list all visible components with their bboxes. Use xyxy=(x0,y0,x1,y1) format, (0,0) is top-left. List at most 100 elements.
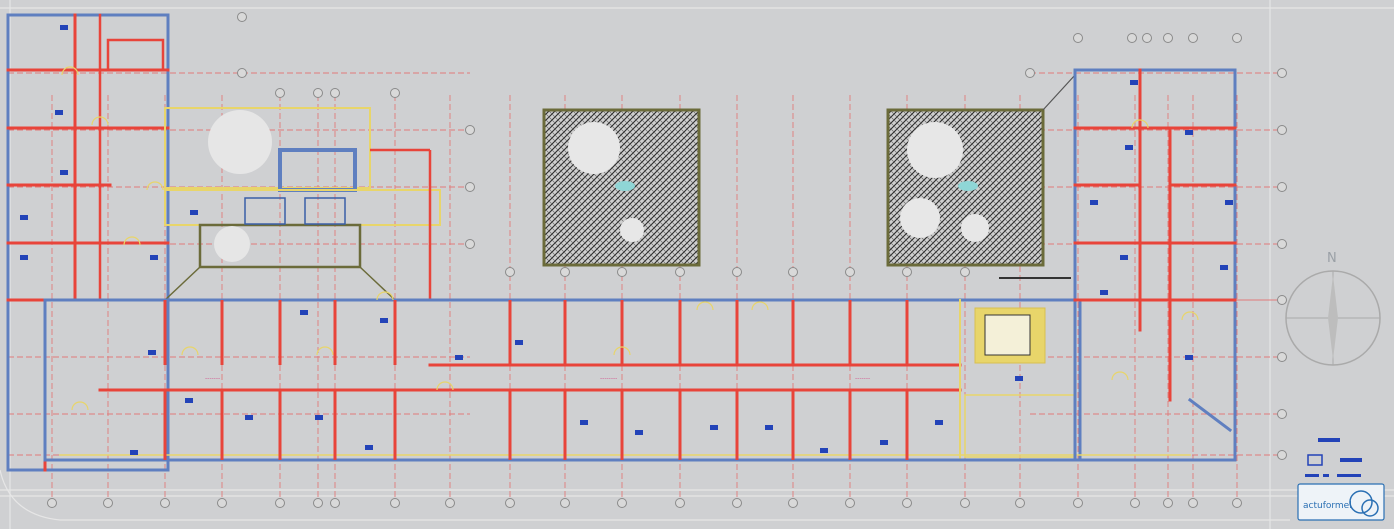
grid-bubble-icon xyxy=(217,498,227,508)
furniture-mark xyxy=(365,445,373,450)
grid-bubble-icon xyxy=(103,498,113,508)
tree-icon xyxy=(568,122,620,174)
grid-bubbles xyxy=(47,12,1287,508)
east-wing xyxy=(999,68,1237,462)
furniture-mark xyxy=(580,420,588,425)
grid-bubble-icon xyxy=(1277,125,1287,135)
grid-bubble-icon xyxy=(617,267,627,277)
grid-bubble-icon xyxy=(237,68,247,78)
grid-bubble-icon xyxy=(560,267,570,277)
room-label: ------- xyxy=(205,375,220,382)
furniture-mark xyxy=(190,210,198,215)
grid-bubble-icon xyxy=(1188,498,1198,508)
furniture-mark xyxy=(148,350,156,355)
grid-bubble-icon xyxy=(465,239,475,249)
grid-bubble-icon xyxy=(330,498,340,508)
door-swing xyxy=(146,181,164,191)
furniture-mark xyxy=(1185,355,1193,360)
legend xyxy=(1305,438,1362,477)
grid-bubble-icon xyxy=(505,267,515,277)
grid-bubble-icon xyxy=(1163,498,1173,508)
grid-bubble-icon xyxy=(1130,498,1140,508)
room-label: -------- xyxy=(600,375,617,382)
grid-bubble-icon xyxy=(675,498,685,508)
door-swing xyxy=(181,346,199,356)
door-swings xyxy=(61,66,1199,411)
furniture-mark xyxy=(300,310,308,315)
grid-bubble-icon xyxy=(445,498,455,508)
grid-bubble-icon xyxy=(1142,33,1152,43)
tree-icon xyxy=(961,214,989,242)
furniture-mark xyxy=(60,170,68,175)
door-swing xyxy=(751,301,769,311)
furniture-mark xyxy=(60,25,68,30)
grid-bubble-icon xyxy=(275,88,285,98)
grid-bubble-icon xyxy=(1232,498,1242,508)
tree-icon xyxy=(907,122,963,178)
furniture-mark xyxy=(1125,145,1133,150)
grid-bubble-icon xyxy=(845,498,855,508)
door-swing xyxy=(436,381,454,391)
grid-bubble-icon xyxy=(788,267,798,277)
grid-bubble-icon xyxy=(675,267,685,277)
central-core xyxy=(164,107,441,301)
furniture-mark xyxy=(1185,130,1193,135)
grid-bubble-icon xyxy=(1015,498,1025,508)
furniture-mark xyxy=(1220,265,1228,270)
grid-bubble-icon xyxy=(390,88,400,98)
grid-bubble-icon xyxy=(1073,33,1083,43)
grid-bubble-icon xyxy=(1277,295,1287,305)
grid-bubble-icon xyxy=(1277,182,1287,192)
tree-icon xyxy=(214,226,250,262)
grid-bubble-icon xyxy=(505,498,515,508)
logo-icon: actuformel xyxy=(1297,483,1385,521)
grid-bubble-icon xyxy=(47,498,57,508)
grid-bubble-icon xyxy=(732,498,742,508)
door-swing xyxy=(613,346,631,356)
grid-bubble-icon xyxy=(1277,239,1287,249)
furniture-mark xyxy=(455,355,463,360)
grid-bubble-icon xyxy=(1277,409,1287,419)
grid-bubble-icon xyxy=(1188,33,1198,43)
grid-bubble-icon xyxy=(960,267,970,277)
grid-bubble-icon xyxy=(465,182,475,192)
grid-bubble-icon xyxy=(788,498,798,508)
furniture-mark xyxy=(185,398,193,403)
grid-bubble-icon xyxy=(330,88,340,98)
door-swing xyxy=(71,401,89,411)
furniture-mark xyxy=(245,415,253,420)
door-swing xyxy=(1111,371,1129,381)
furniture-mark xyxy=(820,448,828,453)
door-swing xyxy=(61,66,79,76)
furniture-mark xyxy=(935,420,943,425)
furniture-mark xyxy=(130,450,138,455)
furniture-mark xyxy=(150,255,158,260)
furniture-marks xyxy=(20,25,1233,455)
door-swing xyxy=(696,301,714,311)
door-swing xyxy=(123,236,141,246)
grid-bubble-icon xyxy=(1025,68,1035,78)
grid-bubble-icon xyxy=(1127,33,1137,43)
grid-bubble-icon xyxy=(465,125,475,135)
grid-bubble-icon xyxy=(845,267,855,277)
door-swing xyxy=(1131,119,1149,129)
grid-bubble-icon xyxy=(1277,68,1287,78)
furniture-mark xyxy=(515,340,523,345)
north-arrow-icon: N xyxy=(1285,251,1381,366)
furniture-mark xyxy=(1225,200,1233,205)
furniture-mark xyxy=(1090,200,1098,205)
grid-bubble-icon xyxy=(1277,352,1287,362)
grid-bubble-icon xyxy=(1232,33,1242,43)
furniture-mark xyxy=(635,430,643,435)
grid-bubble-icon xyxy=(732,267,742,277)
furniture-mark xyxy=(20,255,28,260)
furniture-mark xyxy=(20,215,28,220)
furniture-mark xyxy=(1130,80,1138,85)
door-swing xyxy=(376,291,394,301)
door-swing xyxy=(1181,311,1199,321)
grid-bubble-icon xyxy=(160,498,170,508)
grid-bubble-icon xyxy=(390,498,400,508)
furniture-mark xyxy=(880,440,888,445)
